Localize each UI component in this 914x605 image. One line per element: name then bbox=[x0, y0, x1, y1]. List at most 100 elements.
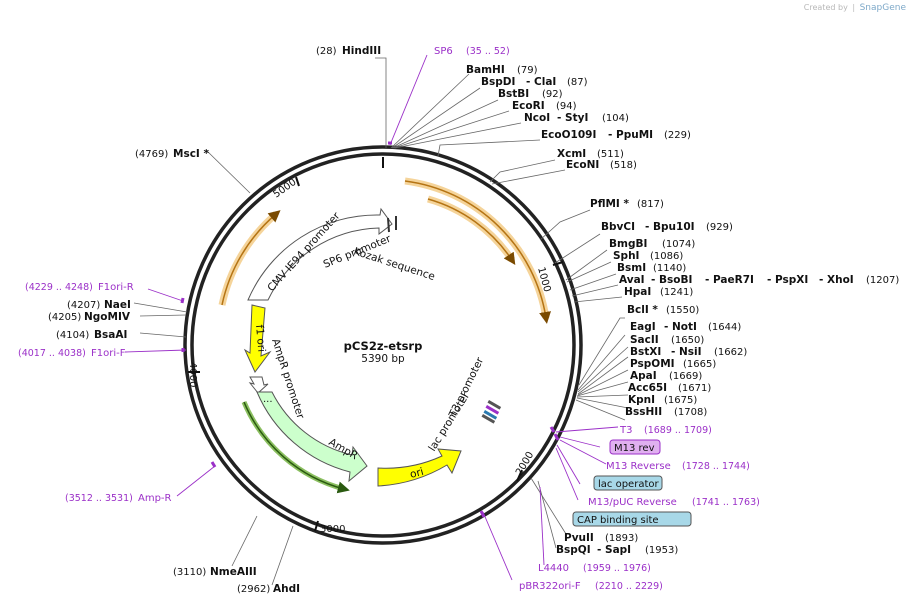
site-xcmi: XcmI (511) bbox=[557, 148, 624, 160]
svg-text:XcmI: XcmI bbox=[557, 148, 586, 160]
svg-text:(35 .. 52): (35 .. 52) bbox=[466, 46, 510, 57]
primer-sp6: SP6 (35 .. 52) bbox=[434, 46, 510, 57]
svg-text:(4229 .. 4248): (4229 .. 4248) bbox=[25, 282, 93, 293]
svg-text:NaeI: NaeI bbox=[104, 299, 131, 311]
svg-text:- PspXI: - PspXI bbox=[767, 274, 808, 286]
site-pspomi: PspOMI (1665) bbox=[630, 358, 716, 370]
svg-text:(1665): (1665) bbox=[683, 359, 716, 370]
site-naei: (4207) NaeI bbox=[67, 299, 131, 311]
svg-text:(1671): (1671) bbox=[678, 383, 711, 394]
svg-text:NcoI: NcoI bbox=[524, 112, 550, 124]
svg-text:(4104): (4104) bbox=[56, 330, 89, 341]
svg-text:M13 rev: M13 rev bbox=[614, 443, 655, 454]
snapgene-logo-icon: ❘ bbox=[850, 3, 858, 12]
svg-text:(1241): (1241) bbox=[660, 287, 693, 298]
site-pflmi: PflMI * (817) bbox=[590, 198, 664, 210]
svg-text:(1074): (1074) bbox=[662, 239, 695, 250]
svg-text:(3512 .. 3531): (3512 .. 3531) bbox=[65, 493, 133, 504]
primer-m13puc: M13/pUC Reverse (1741 .. 1763) bbox=[588, 497, 760, 508]
primer-marks bbox=[180, 141, 560, 518]
svg-text:F1ori-F: F1ori-F bbox=[91, 348, 126, 359]
svg-text:(4207): (4207) bbox=[67, 300, 100, 311]
site-ngomiv: (4205) NgoMIV bbox=[48, 311, 131, 323]
svg-text:(1644): (1644) bbox=[708, 322, 741, 333]
site-sacii: SacII (1650) bbox=[630, 334, 704, 346]
site-bspdi: BspDI - ClaI (87) bbox=[481, 76, 588, 88]
sp6-kozak-marks bbox=[387, 216, 397, 233]
svg-text:KpnI: KpnI bbox=[628, 394, 655, 406]
site-ecori: EcoRI (94) bbox=[512, 100, 577, 112]
svg-text:EcoO109I: EcoO109I bbox=[541, 129, 596, 141]
svg-text:(4769): (4769) bbox=[135, 149, 168, 160]
site-hpai: HpaI (1241) bbox=[624, 286, 693, 298]
svg-text:L4440: L4440 bbox=[538, 563, 569, 574]
ampr-promoter-arrow bbox=[248, 376, 269, 394]
site-ahdi: (2962) AhdI bbox=[237, 583, 300, 595]
tick-label-3000: 3000 bbox=[320, 524, 345, 535]
cmv-promoter-arrow bbox=[247, 207, 393, 301]
primer-leader-lines bbox=[124, 54, 619, 581]
site-ecoo109i: EcoO109I - PpuMI (229) bbox=[541, 129, 691, 141]
feature-lac-operator: lac operator bbox=[593, 475, 663, 491]
svg-text:pBR322ori-F: pBR322ori-F bbox=[519, 581, 581, 592]
svg-text:- StyI: - StyI bbox=[557, 112, 588, 124]
svg-text:F1ori-R: F1ori-R bbox=[98, 282, 134, 293]
svg-text:- NotI: - NotI bbox=[664, 321, 697, 333]
plasmid-name: pCS2z-etsrp bbox=[344, 339, 423, 353]
svg-text:(1650): (1650) bbox=[671, 335, 704, 346]
svg-text:- NsiI: - NsiI bbox=[671, 346, 702, 358]
svg-text:- XhoI: - XhoI bbox=[819, 274, 854, 286]
tick-label-4000: 4000 bbox=[187, 362, 198, 387]
svg-text:PflMI *: PflMI * bbox=[590, 198, 629, 210]
kozak-sequence-label: Kozak sequence bbox=[352, 245, 436, 283]
cmv-promoter-label: CMV IE94 promoter bbox=[265, 210, 343, 294]
svg-text:BclI *: BclI * bbox=[627, 304, 658, 316]
site-bsaai: (4104) BsaAI bbox=[56, 329, 127, 341]
site-bbvci: BbvCI - Bpu10I (929) bbox=[601, 221, 733, 233]
svg-text:BsaAI: BsaAI bbox=[94, 329, 127, 341]
svg-text:SacII: SacII bbox=[630, 334, 659, 346]
svg-text:AvaI: AvaI bbox=[619, 274, 645, 286]
svg-text:- SapI: - SapI bbox=[597, 544, 631, 556]
ampr-orf-arrow bbox=[243, 401, 350, 494]
primer-m13reverse: M13 Reverse (1728 .. 1744) bbox=[606, 461, 750, 472]
svg-text:(1207): (1207) bbox=[866, 275, 899, 286]
svg-text:(1953): (1953) bbox=[645, 545, 678, 556]
site-kpni: KpnI (1675) bbox=[628, 394, 697, 406]
svg-text:Acc65I: Acc65I bbox=[628, 382, 667, 394]
svg-text:NgoMIV: NgoMIV bbox=[84, 311, 131, 323]
svg-text:(87): (87) bbox=[567, 77, 588, 88]
orf-feature-outer bbox=[218, 177, 551, 324]
svg-text:M13 Reverse: M13 Reverse bbox=[606, 461, 671, 472]
primer-f1ori-f: (4017 .. 4038) F1ori-F bbox=[18, 348, 126, 359]
svg-text:(511): (511) bbox=[597, 149, 624, 160]
svg-text:- PaeR7I: - PaeR7I bbox=[705, 274, 754, 286]
ampr-gene-arrow bbox=[256, 391, 368, 483]
svg-text:CAP binding site: CAP binding site bbox=[577, 515, 659, 526]
site-avai: AvaI - BsoBI - PaeR7I - PspXI - XhoI (12… bbox=[619, 274, 899, 286]
svg-text:NmeAIII: NmeAIII bbox=[210, 566, 257, 578]
site-nmeaiii: (3110) NmeAIII bbox=[173, 566, 257, 578]
svg-text:BmgBI: BmgBI bbox=[609, 238, 647, 250]
svg-text:AhdI: AhdI bbox=[273, 583, 300, 595]
feature-cap-binding-site: CAP binding site bbox=[572, 511, 692, 527]
tick-marks bbox=[188, 157, 564, 532]
svg-text:T3: T3 bbox=[619, 425, 632, 436]
credit: Created by ❘ SnapGene bbox=[804, 3, 906, 13]
svg-text:- Bpu10I: - Bpu10I bbox=[645, 221, 695, 233]
svg-text:BstBI: BstBI bbox=[498, 88, 529, 100]
svg-text:(1708): (1708) bbox=[674, 407, 707, 418]
svg-text:BspDI: BspDI bbox=[481, 76, 515, 88]
svg-text:ApaI: ApaI bbox=[630, 370, 657, 382]
lac-promoter-label: lac promoter bbox=[426, 390, 472, 454]
feature-m13rev: M13 rev bbox=[609, 439, 661, 455]
svg-text:(92): (92) bbox=[542, 89, 563, 100]
site-bstbi: BstBI (92) bbox=[498, 88, 563, 100]
f1-ori-label: f1 ori bbox=[253, 324, 267, 352]
svg-text:PspOMI: PspOMI bbox=[630, 358, 675, 370]
site-bmgbi: BmgBI (1074) bbox=[609, 238, 695, 250]
svg-text:- ClaI: - ClaI bbox=[526, 76, 556, 88]
svg-text:(817): (817) bbox=[637, 199, 664, 210]
ori-arrow bbox=[377, 448, 462, 487]
svg-text:BssHII: BssHII bbox=[625, 406, 662, 418]
